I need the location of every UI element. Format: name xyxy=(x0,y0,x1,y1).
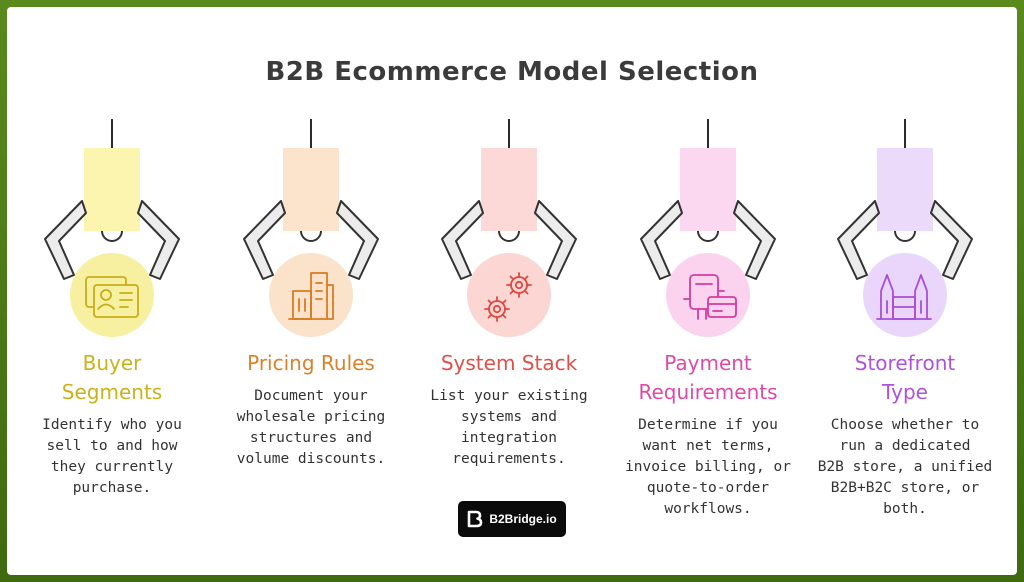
b2bridge-logo-icon xyxy=(468,510,483,528)
step-description-line: B2B store, a unified xyxy=(817,459,993,475)
step-description-line: integration xyxy=(460,430,558,446)
step-description-line: invoice billing, or xyxy=(625,459,791,475)
payment-terminal-icon xyxy=(683,274,737,320)
step-description-line: workflows. xyxy=(664,501,752,517)
step-title-line: Type xyxy=(882,380,928,404)
step-description-line: systems and xyxy=(460,409,558,425)
step-title-line: Buyer xyxy=(82,351,142,375)
step-title-line: Pricing Rules xyxy=(247,351,375,375)
step-title-line: Storefront xyxy=(854,351,956,375)
step-title-line: Segments xyxy=(61,380,163,404)
claw-storefront-type xyxy=(837,119,973,337)
step-description-line: structures and xyxy=(249,430,373,446)
step-description-line: quote-to-order xyxy=(646,480,770,496)
logo-text: B2Bridge.io xyxy=(489,512,557,526)
step-description-line: sell to and how xyxy=(46,438,178,454)
step-title-line: Requirements xyxy=(638,380,778,404)
step-description-line: Choose whether to xyxy=(830,417,980,433)
gears-icon xyxy=(484,272,532,322)
step-description-line: List your existing xyxy=(430,388,588,404)
brand-logo[interactable]: B2Bridge.io xyxy=(458,501,566,537)
step-title: System Stack xyxy=(409,349,609,378)
step-description-line: volume discounts. xyxy=(236,451,386,467)
step-description: Identify who you sell to and how they curr… xyxy=(12,415,212,499)
step-description-line: both. xyxy=(883,501,927,517)
step-description-line: run a dedicated xyxy=(839,438,971,454)
step-description-line: they currently xyxy=(50,459,174,475)
step-description-line: purchase. xyxy=(72,480,152,496)
step-description-line: B2B+B2C store, or xyxy=(830,480,980,496)
step-description: Determine if you want net terms, invoice b… xyxy=(608,415,808,520)
step-title: Pricing Rules xyxy=(211,349,411,378)
step-description-line: Determine if you xyxy=(638,417,778,433)
step-description-line: Identify who you xyxy=(42,417,182,433)
step-description: Document your wholesale pricing structures… xyxy=(211,386,411,470)
buildings-icon xyxy=(288,272,334,320)
claw-illustrations xyxy=(44,119,973,337)
id-cards-icon xyxy=(85,276,139,318)
claw-system-stack xyxy=(441,119,577,337)
step-description-line: wholesale pricing xyxy=(236,409,386,425)
step-description-line: requirements. xyxy=(452,451,566,467)
towers-icon xyxy=(876,274,932,320)
step-description: List your existing systems and integration… xyxy=(409,386,609,470)
step-description-line: Document your xyxy=(254,388,368,404)
page-title: B2B Ecommerce Model Selection xyxy=(265,57,759,87)
step-title-line: System Stack xyxy=(440,351,578,375)
step-title-line: Payment xyxy=(664,351,752,375)
step-description-line: want net terms, xyxy=(642,438,774,454)
